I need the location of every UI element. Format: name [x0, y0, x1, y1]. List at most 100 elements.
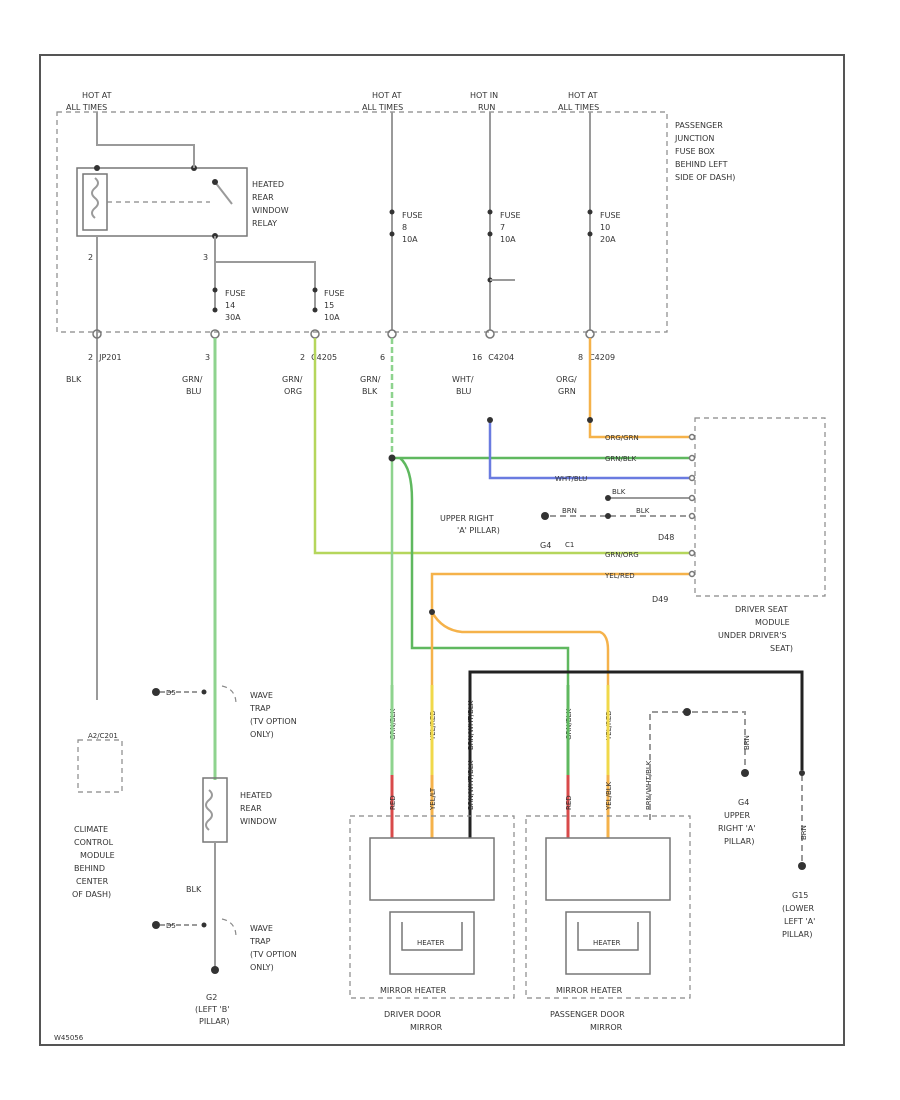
wire-label: WHT/BLU	[555, 475, 587, 483]
wire-label: BRN	[743, 735, 751, 750]
fuse15-label: FUSE 15 10A	[324, 289, 347, 322]
grn-org-wire	[313, 338, 690, 555]
fuse-terminal	[487, 231, 493, 237]
junction-box-outline	[56, 111, 668, 333]
passenger-mirror-heater-label: MIRROR HEATER	[556, 986, 623, 995]
fuse-terminal	[212, 287, 218, 293]
relay-label: HEATED REAR WINDOW RELAY	[252, 180, 291, 228]
splice	[605, 513, 611, 519]
connector-pin	[210, 329, 220, 339]
passenger-mirror-ground-wire	[649, 711, 746, 820]
splice	[429, 609, 435, 615]
fuse-terminal	[212, 307, 218, 313]
ground-label-upper-right-a-pillar: G4 UPPER RIGHT 'A' PILLAR)	[718, 798, 758, 846]
splice	[587, 417, 593, 423]
wire-label: GRN/ORG	[605, 551, 639, 559]
pin-label: 2	[88, 253, 93, 262]
wire-label: BLK	[636, 507, 650, 515]
relay-coil	[82, 173, 108, 231]
driver-door-mirror-label: DRIVER DOOR MIRROR	[384, 1010, 444, 1032]
relay-pin	[212, 179, 218, 185]
grn-blk-mirror-wire	[399, 457, 570, 685]
passenger-mirror-module	[545, 837, 671, 901]
relay-switch	[214, 181, 233, 205]
fuse-terminal	[312, 287, 318, 293]
heater-element-label: HEATER	[417, 939, 445, 947]
climate-control-module-label: CLIMATE CONTROL MODULE BEHIND CENTER OF …	[72, 825, 117, 899]
relay-box	[76, 167, 248, 237]
relay-pin	[94, 165, 100, 171]
heated-rear-window-element	[202, 777, 228, 843]
driver-door-mirror-outline	[349, 815, 515, 999]
connector-pin	[92, 329, 102, 339]
driver-mirror-heater-box	[389, 911, 475, 975]
wave-trap-label: WAVE TRAP (TV OPTION ONLY)	[249, 691, 299, 739]
fuse10-label: FUSE 10 20A	[600, 211, 623, 244]
ground-label: D5	[166, 922, 176, 930]
fuse14-label: FUSE 14 30A	[225, 289, 248, 322]
splice	[201, 922, 207, 928]
fuse8-label: FUSE 8 10A	[402, 211, 425, 244]
pin-label: 3	[205, 353, 210, 362]
splice	[683, 708, 691, 716]
wire-label: RED	[389, 795, 397, 810]
power-label-1: HOT AT ALL TIMES	[66, 91, 114, 112]
connector-label: D48	[658, 533, 674, 542]
junction-box-label: PASSENGER JUNCTION FUSE BOX BEHIND LEFT …	[674, 121, 735, 182]
connector-pin	[310, 329, 320, 339]
splice	[201, 689, 207, 695]
wave-trap-label: WAVE TRAP (TV OPTION ONLY)	[249, 924, 299, 972]
fuse-terminal	[587, 209, 593, 215]
yel-red-passenger-wire	[430, 611, 610, 685]
connector-pin	[585, 329, 595, 339]
passenger-mirror-heater-box	[565, 911, 651, 975]
relay-coil-winding	[91, 177, 99, 219]
ground-label-upper-right-pillar: UPPER RIGHT 'A' PILLAR)	[440, 514, 500, 535]
yel-red-driver-wire	[430, 572, 690, 685]
wire-label: BLK	[66, 375, 82, 384]
ground-label: G4	[540, 541, 551, 550]
wave-trap-symbol	[221, 918, 237, 938]
passenger-door-mirror-outline	[525, 815, 691, 999]
splice	[487, 417, 493, 423]
wire-label: GRN/ ORG	[282, 375, 305, 396]
wire-label: ORG/GRN	[605, 434, 639, 442]
climate-control-module-outline	[77, 739, 123, 793]
wire-label: YEL/BLK	[605, 781, 613, 811]
splice	[605, 495, 611, 501]
fuse7-label: FUSE 7 10A	[500, 211, 523, 244]
pin-label: 6	[380, 353, 385, 362]
wire-label: GRN/ BLK	[360, 375, 383, 396]
driver-seat-module-outline	[694, 417, 826, 597]
connector-label: C1	[565, 541, 574, 549]
fuse-terminal	[389, 231, 395, 237]
wire-label: WHT/ BLU	[452, 375, 476, 396]
passenger-mirror-heater-element	[577, 922, 639, 951]
wire-label: RED	[565, 795, 573, 810]
wire-label: GRN/ BLU	[182, 375, 205, 396]
wire-label: YEL/LT	[429, 787, 437, 811]
wire-label: YEL/RED	[604, 572, 635, 580]
fuse-terminal	[312, 307, 318, 313]
wire-label: BLK	[612, 488, 626, 496]
wire-label: GRN/BLK	[605, 455, 637, 463]
diagram-frame	[39, 54, 845, 1046]
fuse-terminal	[389, 209, 395, 215]
passenger-door-mirror-label: PASSENGER DOOR MIRROR	[550, 1010, 627, 1032]
ground-point	[152, 921, 160, 929]
ground-label-left-b-pillar: G2 (LEFT 'B' PILLAR)	[195, 993, 232, 1026]
diagram-id: W45056	[54, 1034, 84, 1042]
connector-pin	[485, 329, 495, 339]
heated-rear-window-label: HEATED REAR WINDOW	[240, 791, 277, 826]
ground-label-lower-left-a-pillar: G15 (LOWER LEFT 'A' PILLAR)	[782, 891, 818, 939]
wire-label: BRN	[800, 825, 808, 840]
fuse-terminal	[487, 209, 493, 215]
ground-point	[152, 688, 160, 696]
power-label-4: HOT AT ALL TIMES	[558, 91, 600, 112]
ground-point	[211, 966, 219, 974]
